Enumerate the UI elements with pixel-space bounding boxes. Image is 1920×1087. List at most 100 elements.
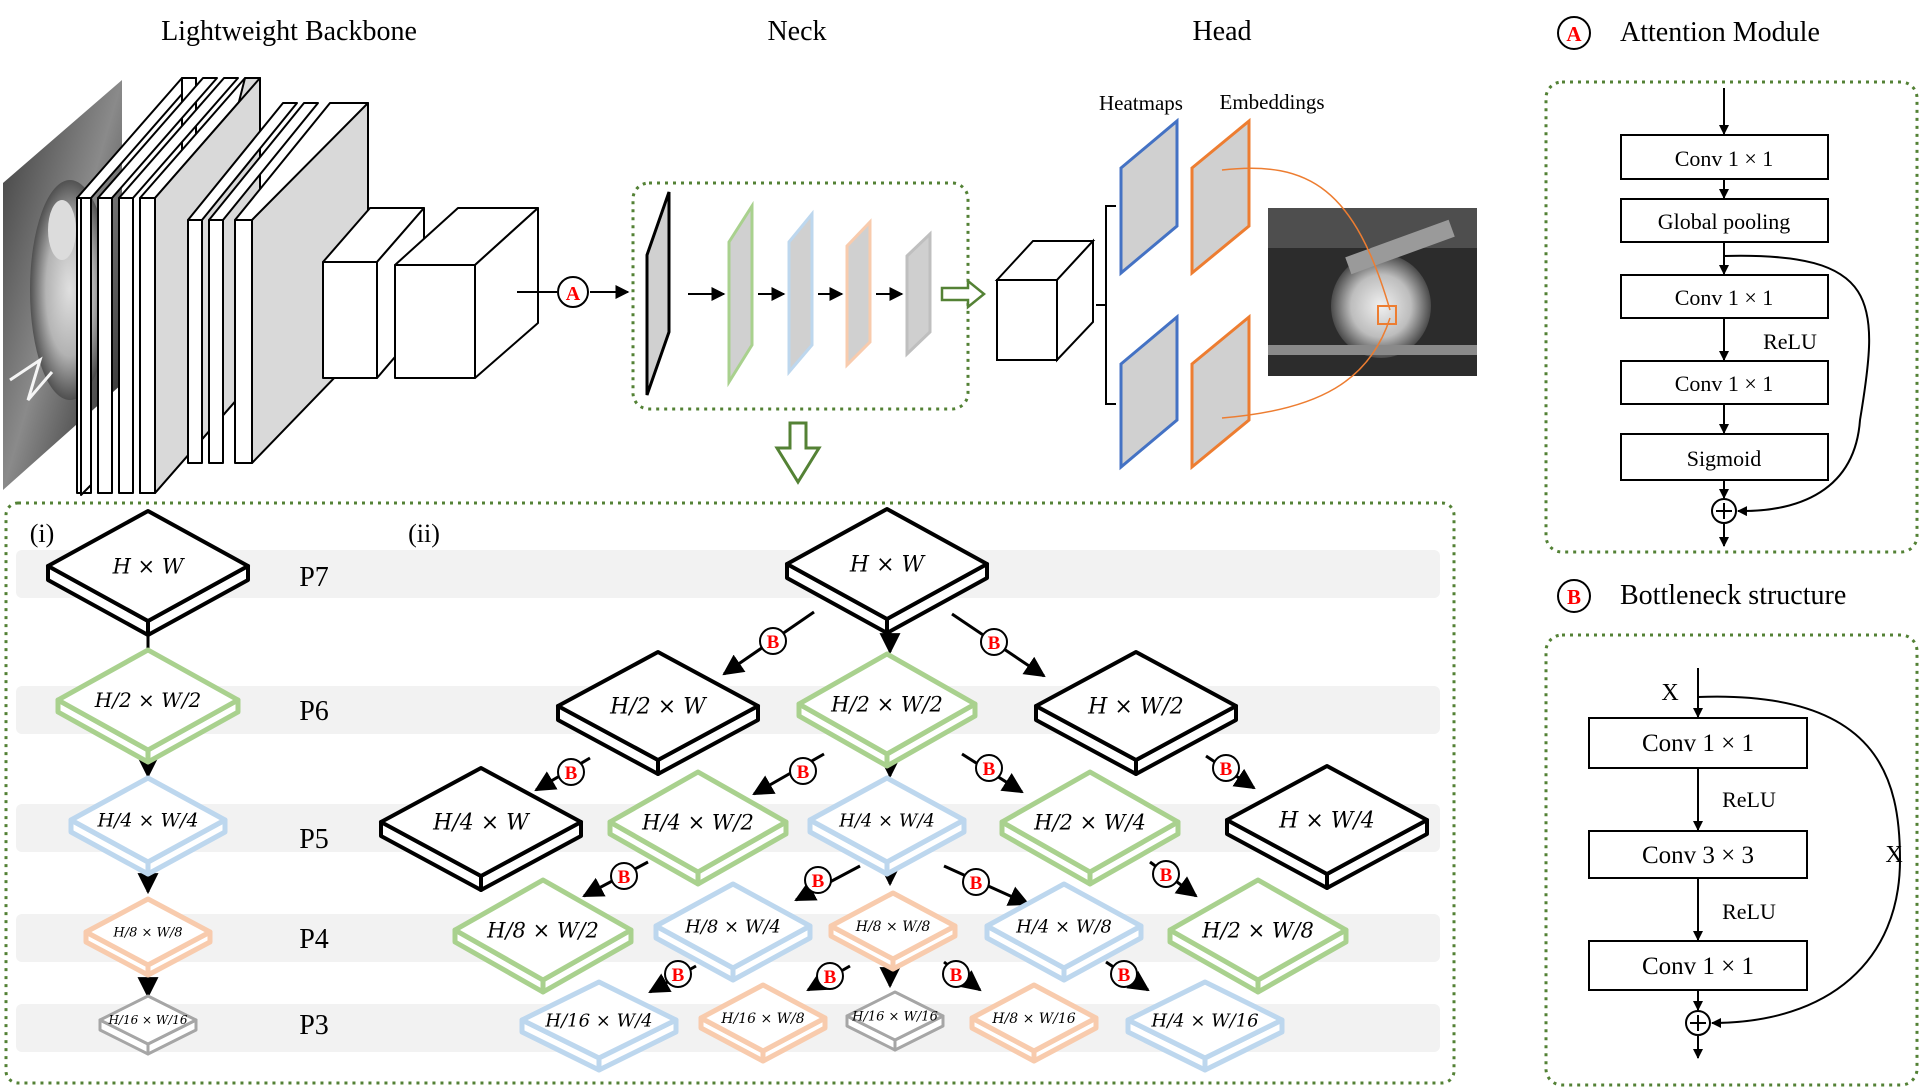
p1-node-p3: H/16 × W/16 [98,994,198,1056]
svg-text:H/4 × W/16: H/4 × W/16 [1150,1010,1258,1031]
svg-text:B: B [767,632,780,653]
bottleneck-x-input: X [1661,680,1678,706]
embedding-link-upper [1221,167,1391,311]
neck-features [645,191,932,396]
p2-node-0: H × W [785,507,989,635]
p1-node-p4: H/8 × W/8 [83,896,213,978]
svg-text:Sigmoid: Sigmoid [1687,446,1762,471]
svg-text:B: B [565,763,578,784]
bottleneck-badge-6: B [610,862,638,890]
svg-text:H × W/4: H × W/4 [1278,809,1375,834]
svg-text:B: B [1220,759,1233,780]
svg-text:H × W: H × W [112,554,186,578]
svg-text:B: B [950,965,963,986]
embedding-maps [1190,117,1251,471]
attention-blocks: Conv 1 × 1 Global pooling Conv 1 × 1 Con… [1620,134,1829,481]
svg-text:B: B [797,762,810,783]
bottleneck-sum [1685,1010,1711,1036]
svg-text:B: B [1567,585,1581,609]
level-band-p7 [16,550,1440,598]
svg-text:H/16 × W/16: H/16 × W/16 [107,1013,187,1027]
level-label-p6: P6 [299,696,329,727]
svg-text:Conv 3 × 3: Conv 3 × 3 [1642,842,1754,869]
heatmap-maps [1119,117,1179,471]
p2-node-6: H/4 × W/4 [807,775,967,877]
pyramid-badges: B B B B B B B B B B B B B B [557,627,1240,990]
bottleneck-badge-0: B [759,627,787,655]
svg-text:Bottleneck structure: Bottleneck structure [1620,580,1846,611]
level-label-p4: P4 [299,924,329,955]
bottleneck-badge-4: B [975,754,1003,782]
att-block-global-pooling: Global pooling [1620,198,1829,243]
svg-text:Conv 1 × 1: Conv 1 × 1 [1675,285,1774,310]
bottleneck-badge-12: B [942,960,970,988]
bottleneck-badge-3: B [789,757,817,785]
svg-text:H/16 × W/16: H/16 × W/16 [851,1010,938,1025]
bottleneck-panel [1544,633,1919,1087]
p2-node-13: H/2 × W/8 [1167,877,1349,995]
bottleneck-badge-2: B [557,758,585,786]
p2-node-2: H/2 × W/2 [796,651,978,769]
svg-text:H/4 × W/4: H/4 × W/4 [96,810,198,832]
bottleneck-title: B Bottleneck structure [1557,579,1846,613]
panel-i-label: (i) [30,519,55,548]
embeddings-label: Embeddings [1220,90,1325,114]
svg-text:H/8 × W/2: H/8 × W/2 [486,918,599,942]
p2-node-17: H/8 × W/16 [969,982,1099,1064]
svg-text:B: B [983,759,996,780]
svg-text:B: B [672,965,685,986]
svg-text:B: B [812,871,825,892]
p2-node-18: H/4 × W/16 [1125,979,1285,1073]
p2-node-5: H/4 × W/2 [607,769,789,887]
svg-text:Conv 1 × 1: Conv 1 × 1 [1675,146,1774,171]
p1-node-p7: H × W [46,509,250,637]
backbone-title: Lightweight Backbone [161,16,417,47]
svg-text:H/4 × W/4: H/4 × W/4 [838,810,935,831]
svg-text:H/4 × W: H/4 × W [432,811,531,836]
p2-node-15: H/16 × W/8 [698,982,828,1064]
svg-text:H/2 × W/2: H/2 × W/2 [830,692,943,716]
svg-text:H × W: H × W [849,553,927,578]
level-label-p7: P7 [299,562,329,593]
svg-text:B: B [824,967,837,988]
svg-text:B: B [618,867,631,888]
result-image [1268,208,1477,376]
bottleneck-badge-5: B [1212,754,1240,782]
svg-text:B: B [970,873,983,894]
svg-text:H/2 × W/2: H/2 × W/2 [94,688,201,712]
svg-text:H/8 × W/8: H/8 × W/8 [855,919,931,935]
att-block-conv1: Conv 1 × 1 [1620,134,1829,180]
bottleneck-badge-8: B [962,868,990,896]
p2-node-4: H/4 × W [379,766,583,892]
attention-badge: A [557,276,589,308]
p2-node-14: H/16 × W/4 [519,979,679,1073]
svg-text:B: B [1160,865,1173,886]
svg-text:Conv 1 × 1: Conv 1 × 1 [1642,730,1754,757]
svg-text:B: B [988,633,1001,654]
attention-title: A Attention Module [1557,16,1820,50]
attention-sum [1711,498,1737,524]
neck-expand-arrow [774,421,822,485]
bottleneck-blocks: Conv 1 × 1 Conv 3 × 3 Conv 1 × 1 [1588,717,1808,991]
bn-block-conv1b: Conv 1 × 1 [1588,940,1808,991]
p2-node-7: H/2 × W/4 [999,769,1181,887]
svg-text:H/8 × W/16: H/8 × W/16 [991,1011,1075,1027]
level-label-p3: P3 [299,1010,329,1041]
att-block-conv2: Conv 1 × 1 [1620,274,1829,319]
svg-text:B: B [1118,965,1131,986]
svg-text:H/16 × W/4: H/16 × W/4 [544,1010,652,1031]
svg-text:H/4 × W/8: H/4 × W/8 [1015,916,1112,937]
neck-title: Neck [767,16,826,47]
pyramid-panel [4,501,1456,1085]
p2-node-11: H/8 × W/8 [828,890,958,972]
bn-block-conv1: Conv 1 × 1 [1588,717,1808,769]
bottleneck-badge-13: B [1110,960,1138,988]
attention-relu: ReLU [1763,329,1817,354]
head-bracket [1096,205,1116,405]
svg-text:H/2 × W: H/2 × W [609,695,708,720]
p2-node-16: H/16 × W/16 [845,990,945,1052]
svg-text:H/16 × W/8: H/16 × W/8 [720,1011,804,1027]
svg-text:H/2 × W/4: H/2 × W/4 [1033,810,1146,834]
neck-output-arrow [940,278,986,310]
